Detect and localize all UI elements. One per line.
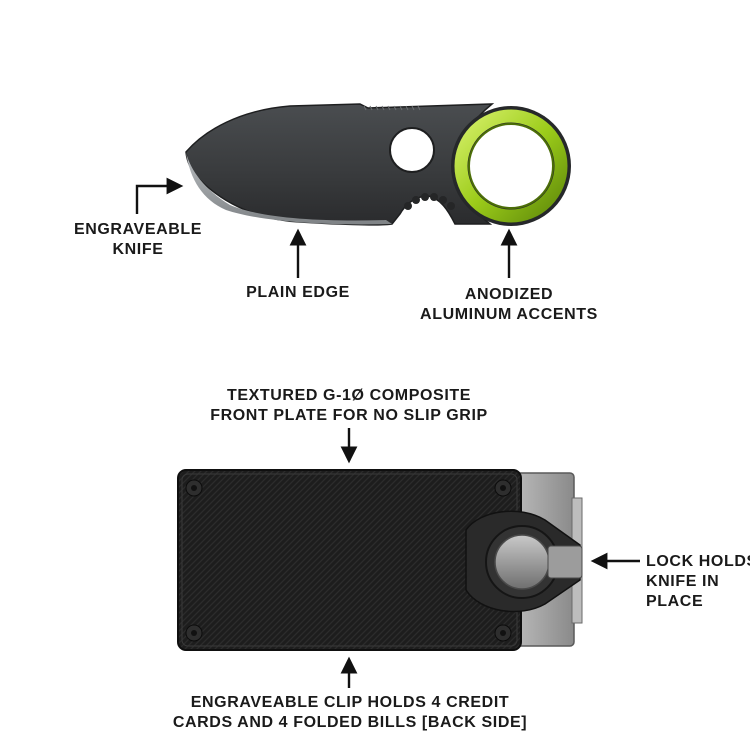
anodized-ring [454, 109, 568, 223]
lock-button [494, 534, 550, 590]
knife-callout-arrows [135, 177, 518, 278]
lock-holds-label: LOCK HOLDS KNIFE IN PLACE [646, 553, 750, 610]
back-clip-label: ENGRAVEABLE CLIP HOLDS 4 CREDIT CARDS AN… [172, 694, 528, 731]
plain-edge-label: PLAIN EDGE [246, 284, 350, 301]
clip-callout-arrows [340, 428, 640, 688]
ring-inner-edge [468, 123, 554, 209]
knife-handle-hole [389, 127, 435, 173]
engraveable-knife-arrow [135, 177, 184, 214]
knife-lock [465, 510, 583, 613]
spine-jimping [363, 105, 421, 111]
money-clip [177, 469, 583, 651]
anodized-accents-label: ANODIZED ALUMINUM ACCENTS [420, 286, 598, 323]
plate-screws [185, 479, 512, 642]
front-plate-label: TEXTURED G-1Ø COMPOSITE FRONT PLATE FOR … [210, 387, 488, 424]
choil-jimping [404, 193, 455, 210]
engraveable-knife-label: ENGRAVEABLE KNIFE [73, 221, 203, 258]
knife [185, 103, 571, 226]
